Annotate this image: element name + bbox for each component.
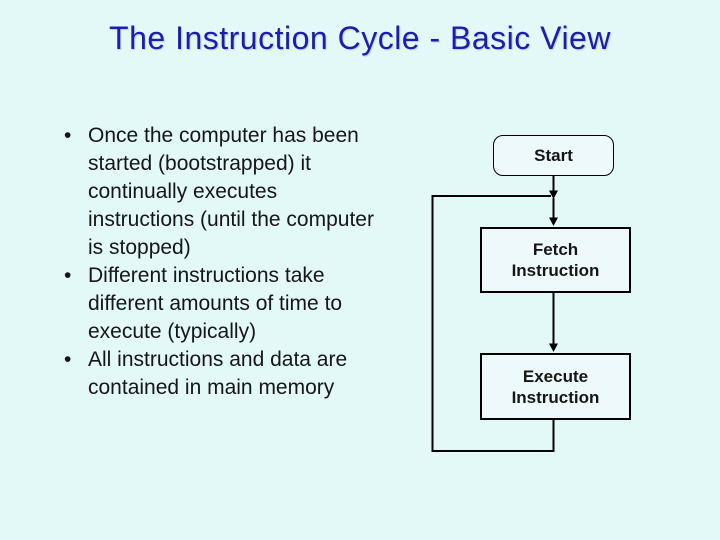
slide-title: The Instruction Cycle - Basic View	[109, 20, 611, 56]
bullet-marker: •	[64, 124, 72, 147]
flow-node-fetch: Fetch Instruction	[480, 227, 631, 293]
arrowhead-junction	[549, 190, 558, 199]
bullet-list: • Once the computer has been started (bo…	[64, 122, 389, 402]
arrowhead-execute	[549, 343, 558, 352]
connector-loop-back	[431, 195, 555, 452]
bullet-text-2: Different instructions take different am…	[88, 264, 343, 343]
flow-node-start: Start	[493, 135, 614, 176]
flow-node-execute: Execute Instruction	[480, 353, 631, 420]
bullet-marker: •	[64, 264, 72, 287]
bullet-item-2: • Different instructions take different …	[64, 262, 389, 346]
flow-node-start-label: Start	[534, 146, 573, 165]
bullet-marker: •	[64, 348, 72, 371]
flow-node-execute-label: Execute Instruction	[511, 366, 600, 407]
bullet-item-1: • Once the computer has been started (bo…	[64, 122, 389, 262]
bullet-text-3: All instructions and data are contained …	[88, 348, 348, 399]
bullet-item-3: • All instructions and data are containe…	[64, 346, 389, 402]
bullet-text-1: Once the computer has been started (boot…	[88, 124, 374, 259]
arrowhead-fetch	[549, 217, 558, 226]
flow-node-fetch-label: Fetch Instruction	[511, 240, 600, 280]
